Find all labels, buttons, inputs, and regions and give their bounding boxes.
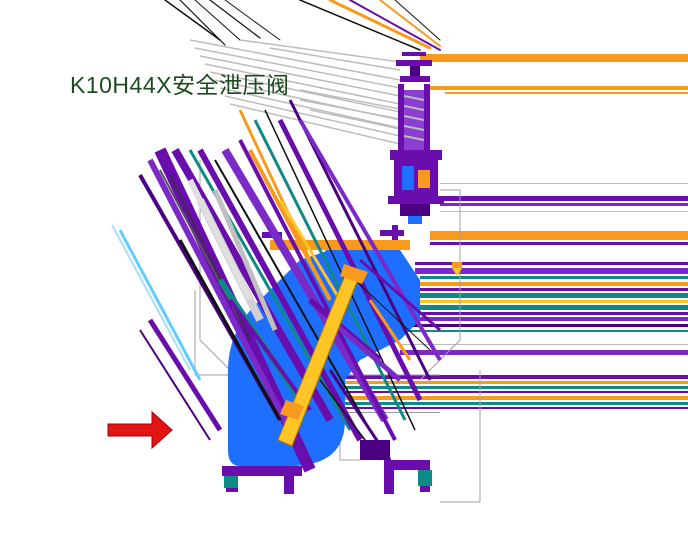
right-arrow-icon [107,410,173,450]
dense-streaks [111,99,442,473]
yellow-stem [277,264,368,447]
gray-spring-lines [189,39,406,145]
valve-base [222,440,432,494]
top-streaks [164,0,441,51]
diagram-title: K10H44X安全泄压阀 [70,72,290,98]
horizontal-streaks [340,54,688,413]
